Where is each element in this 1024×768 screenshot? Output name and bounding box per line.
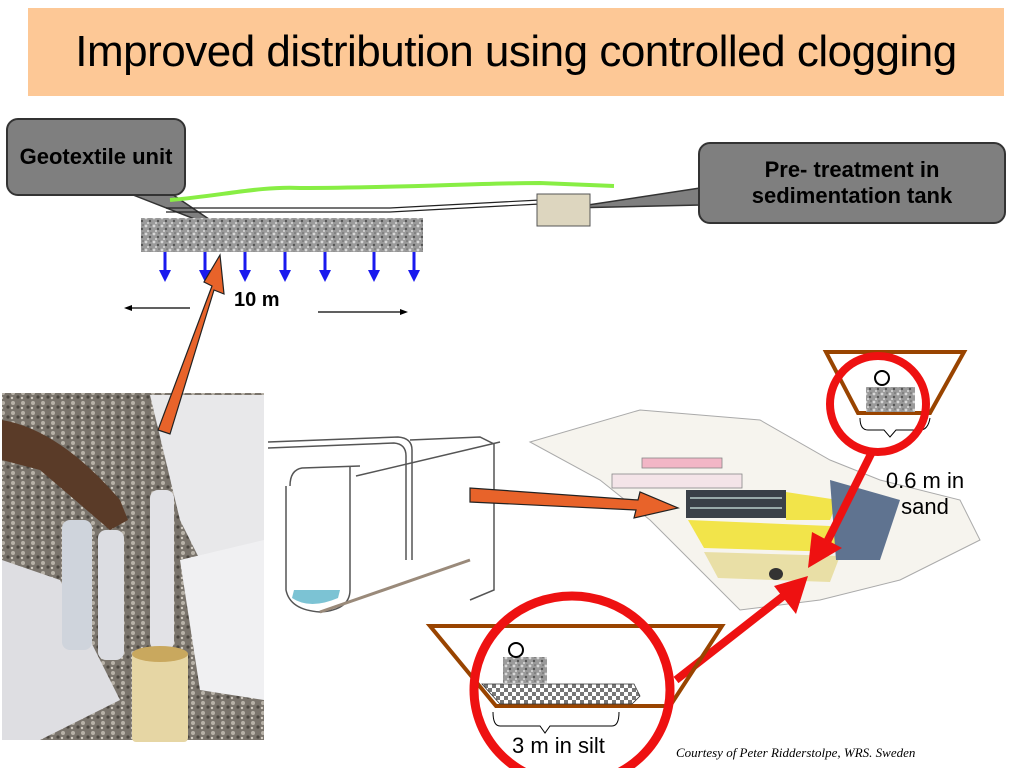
geotextile-callout-text: Geotextile unit xyxy=(19,143,173,169)
soil-cross-section-sketch xyxy=(528,409,981,611)
silt-highlight-circle xyxy=(469,591,675,768)
sand-trench-detail xyxy=(822,350,968,438)
sand-depth-label: 0.6 m in sand xyxy=(885,468,965,520)
silt-width-label: 3 m in silt xyxy=(512,733,605,758)
geotextile-unit-callout: Geotextile unit xyxy=(6,118,186,196)
down-arrow-icon xyxy=(368,252,380,282)
geotextile-trench-sketch xyxy=(267,436,501,614)
down-arrow-icon xyxy=(239,252,251,282)
trench-pointer-arrow xyxy=(469,487,680,519)
down-arrow-icon xyxy=(279,252,291,282)
pretreatment-callout-text: Pre- treatment in sedimentation tank xyxy=(751,156,953,208)
vegetation-line xyxy=(169,180,615,202)
length-label: 10 m xyxy=(234,289,280,311)
length-dimension-arrows xyxy=(124,305,408,315)
sand-pointer-arrow xyxy=(808,450,876,568)
down-arrow-icon xyxy=(319,252,331,282)
down-arrow-icon xyxy=(159,252,171,282)
infiltration-arrows xyxy=(159,252,420,282)
slide-title: Improved distribution using controlled c… xyxy=(75,27,957,76)
pretreatment-callout: Pre- treatment in sedimentation tank xyxy=(698,142,1006,224)
distribution-pipe xyxy=(166,199,541,213)
sedimentation-tank xyxy=(536,193,591,227)
sand-highlight-circle xyxy=(826,352,930,456)
geotextile-gravel-bed xyxy=(141,218,423,252)
image-credit: Courtesy of Peter Ridderstolpe, WRS. Swe… xyxy=(676,745,916,760)
down-arrow-icon xyxy=(408,252,420,282)
installation-photo xyxy=(2,393,264,742)
title-bar: Improved distribution using controlled c… xyxy=(28,8,1004,96)
down-arrow-icon xyxy=(199,252,211,282)
photo-pointer-arrow xyxy=(157,253,225,435)
